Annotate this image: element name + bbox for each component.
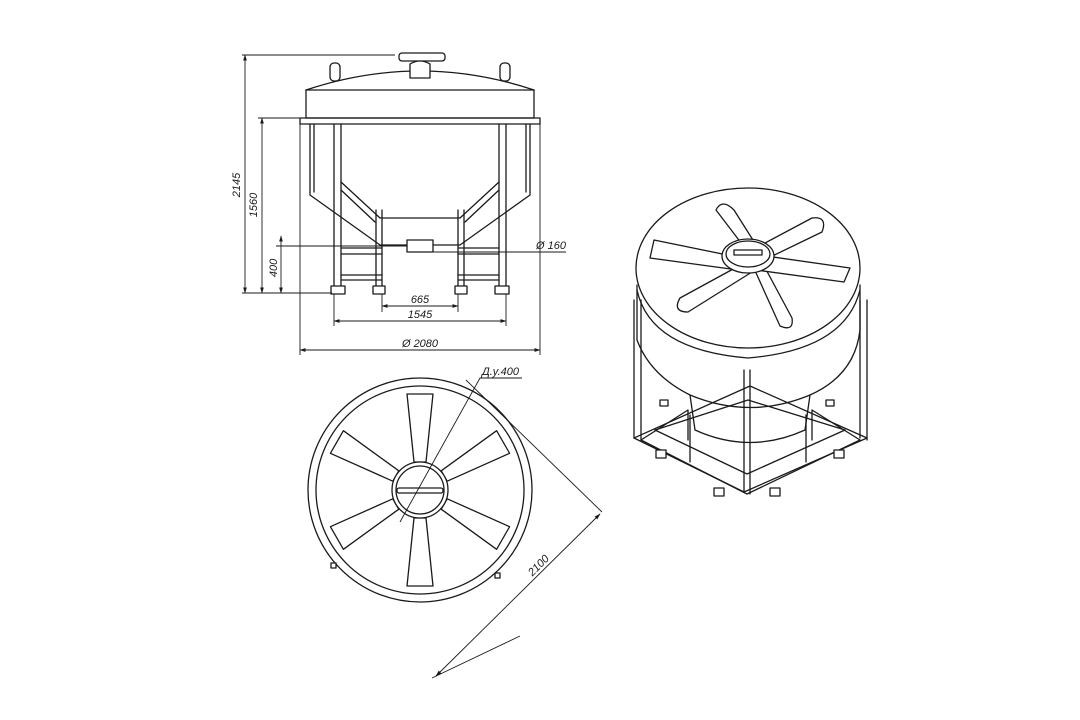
isometric-view xyxy=(633,187,868,497)
dim-inner-frame-width: 665 xyxy=(411,294,430,306)
dim-overall-height: 2145 xyxy=(231,172,243,198)
top-view xyxy=(307,377,603,679)
blade-2 xyxy=(440,430,511,482)
blade-3 xyxy=(440,498,511,550)
blade-4 xyxy=(406,517,434,587)
blade-6 xyxy=(329,430,400,482)
front-view xyxy=(242,52,566,355)
dim-manhole: Д.у.400 xyxy=(480,366,520,378)
dim-tank-diameter: Ø 2080 xyxy=(401,338,439,350)
blade-5 xyxy=(329,498,400,550)
dim-frame-diagonal: 2100 xyxy=(525,552,552,579)
blade-1 xyxy=(406,393,434,463)
dim-outlet-height: 400 xyxy=(268,258,280,277)
dim-body-height: 1560 xyxy=(248,192,260,217)
dim-outlet-diameter: Ø 160 xyxy=(535,240,567,252)
dim-frame-width: 1545 xyxy=(408,309,433,321)
